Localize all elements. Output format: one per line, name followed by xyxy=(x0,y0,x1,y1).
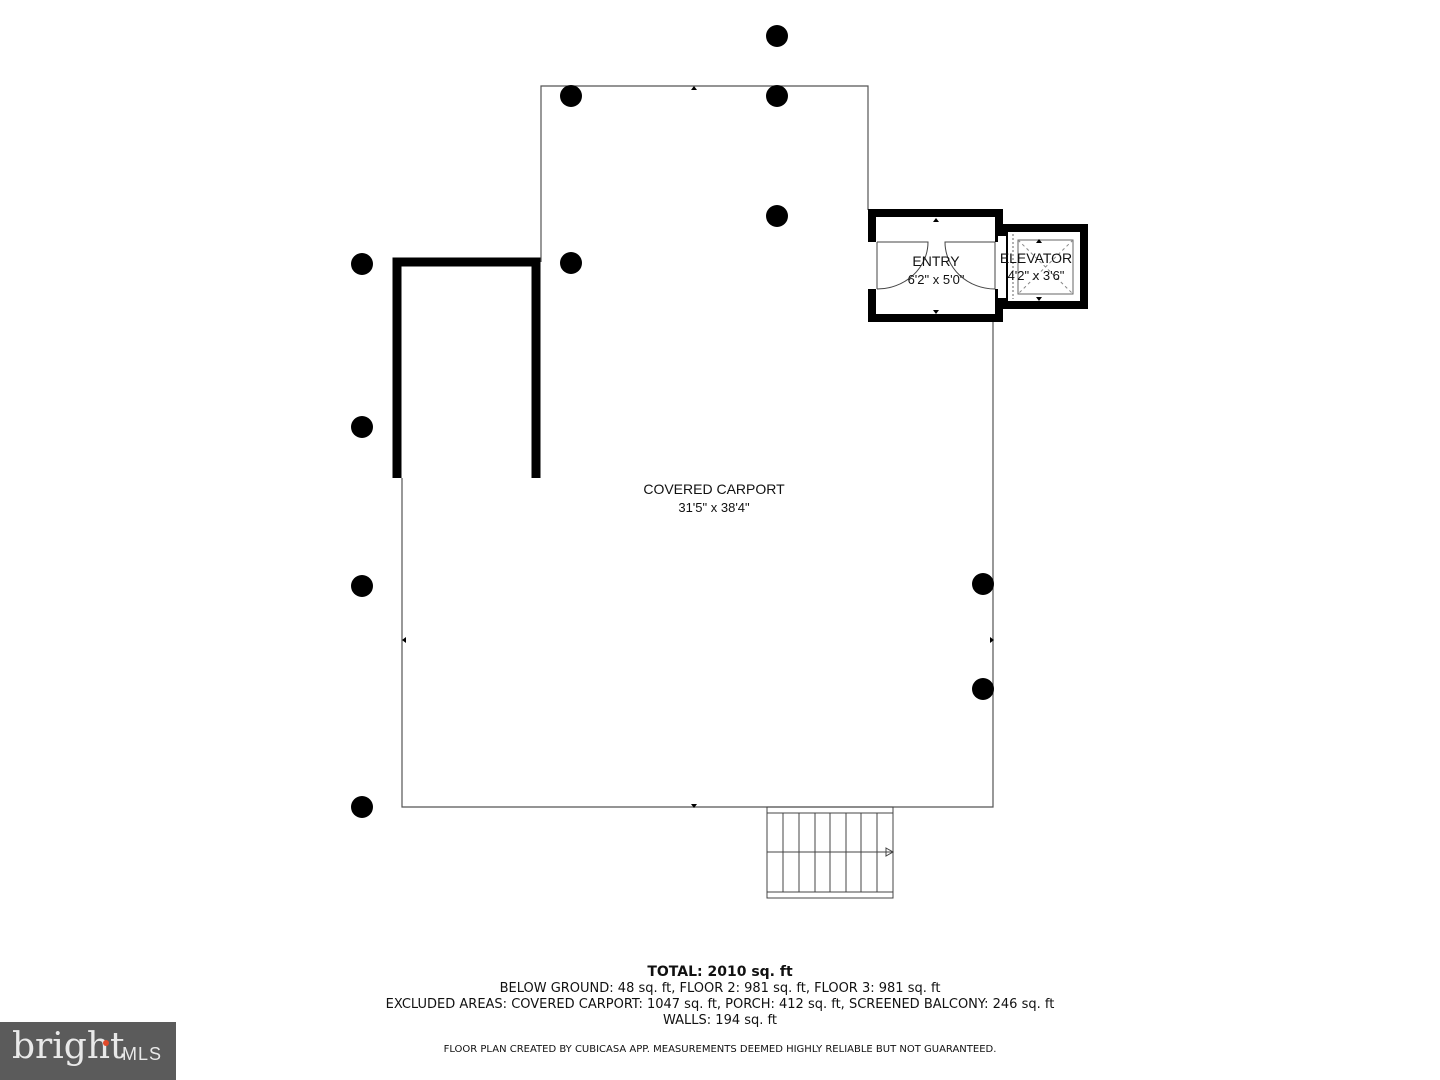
posts xyxy=(351,25,994,818)
post xyxy=(972,573,994,595)
excluded-areas: EXCLUDED AREAS: COVERED CARPORT: 1047 sq… xyxy=(385,997,1055,1012)
post xyxy=(351,796,373,818)
carport-outline xyxy=(401,85,994,808)
post xyxy=(560,85,582,107)
walls-area: WALLS: 194 sq. ft xyxy=(663,1013,777,1028)
carport-size: 31'5" x 38'4" xyxy=(678,500,750,515)
post xyxy=(560,252,582,274)
logo-brand: bright xyxy=(12,1026,125,1067)
bright-mls-logo: bright MLS xyxy=(0,1022,176,1080)
entry-name: ENTRY xyxy=(912,253,960,269)
elevator-size: 4'2" x 3'6" xyxy=(1008,268,1065,283)
wall-u xyxy=(392,257,541,478)
floor-areas: BELOW GROUND: 48 sq. ft, FLOOR 2: 981 sq… xyxy=(499,981,941,996)
elevator-room xyxy=(998,224,1088,309)
entry-size: 6'2" x 5'0" xyxy=(908,272,965,287)
dimension-markers xyxy=(402,86,1042,808)
logo-suffix: MLS xyxy=(122,1044,163,1064)
post xyxy=(766,25,788,47)
logo-star-icon xyxy=(103,1040,109,1046)
post xyxy=(351,416,373,438)
post xyxy=(351,253,373,275)
post xyxy=(972,678,994,700)
post xyxy=(766,205,788,227)
stairs xyxy=(766,806,895,899)
elevator-name: ELEVATOR xyxy=(1000,250,1072,266)
post xyxy=(766,85,788,107)
carport-name: COVERED CARPORT xyxy=(643,481,785,497)
total-area: TOTAL: 2010 sq. ft xyxy=(647,964,793,980)
disclaimer: FLOOR PLAN CREATED BY CUBICASA APP. MEAS… xyxy=(443,1044,997,1055)
post xyxy=(351,575,373,597)
